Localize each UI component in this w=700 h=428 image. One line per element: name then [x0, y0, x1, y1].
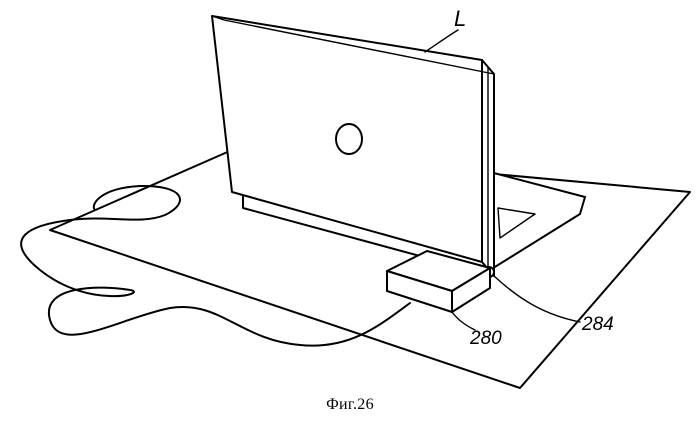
lid-logo-circle [336, 124, 362, 154]
figure-caption: Фиг.26 [0, 396, 700, 414]
leader-l [425, 30, 458, 52]
laptop-base [490, 172, 585, 270]
ref-label-module: 280 [469, 328, 502, 349]
leader-284 [494, 276, 580, 322]
ref-label-device: L [454, 6, 466, 31]
ref-label-port: 284 [581, 314, 614, 335]
